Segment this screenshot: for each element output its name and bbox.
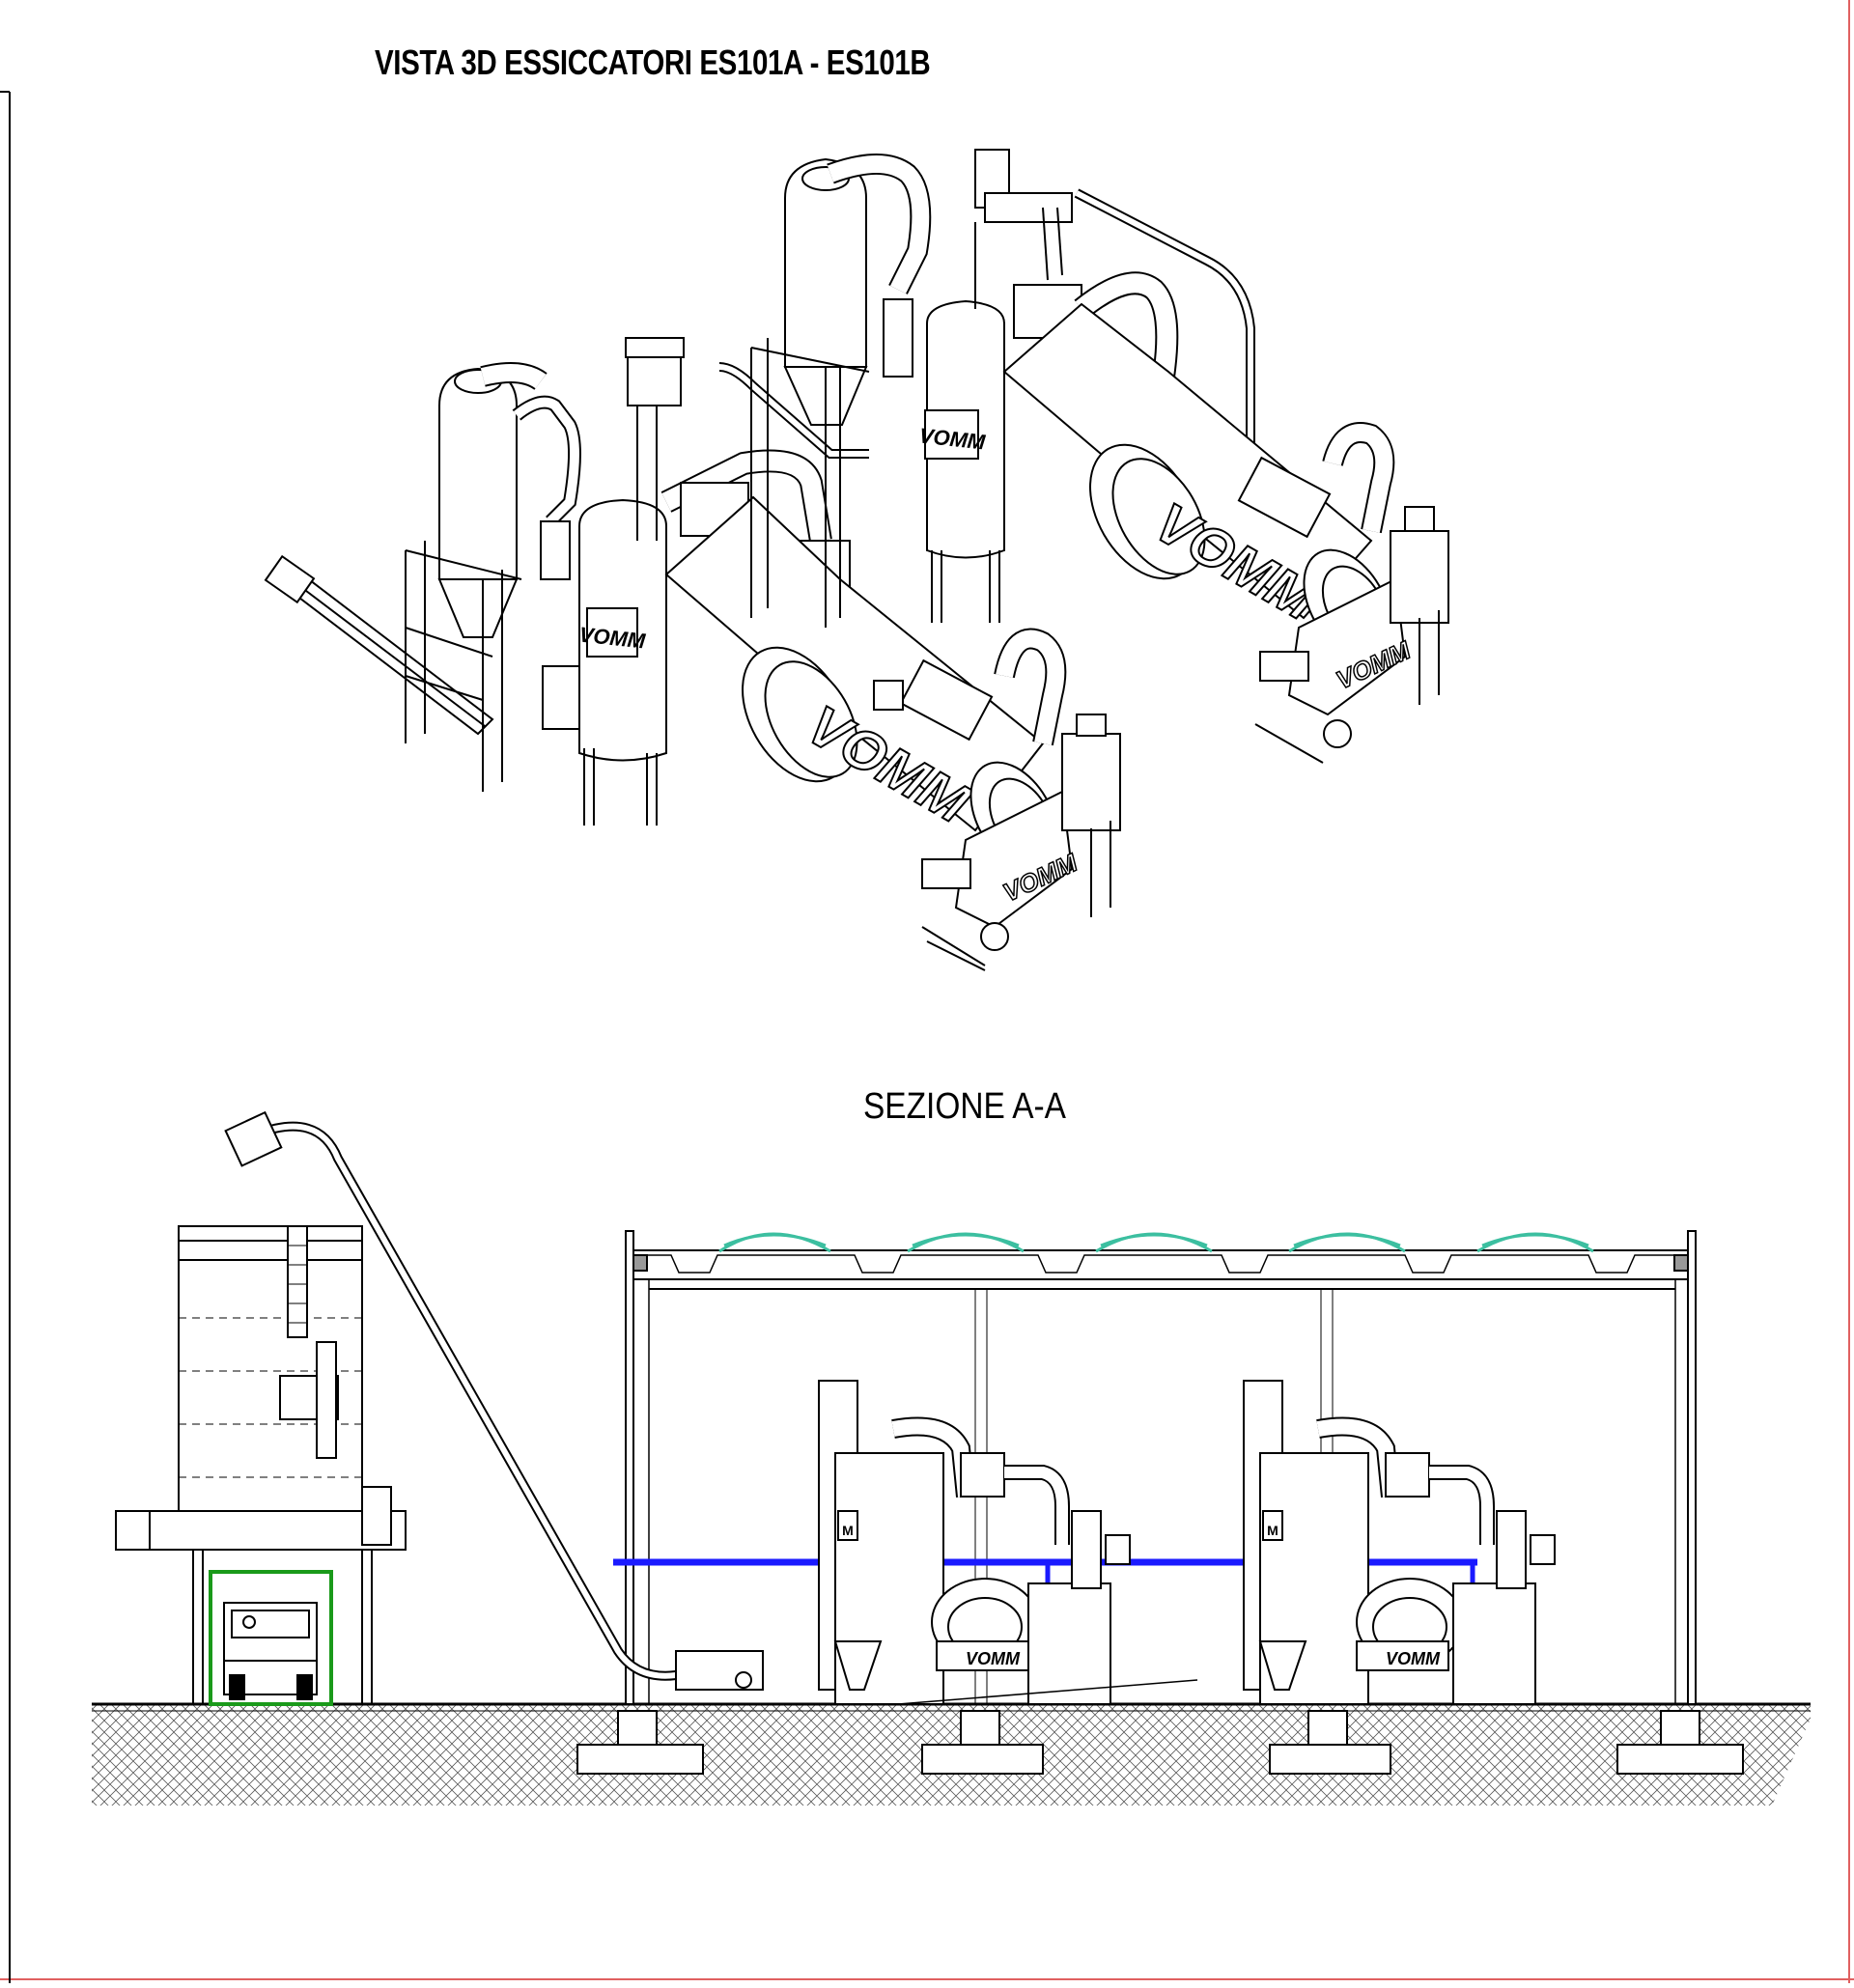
- cyclone-b: [750, 154, 932, 628]
- screw-conveyor-3d: [264, 554, 494, 736]
- cyclone-a: [405, 362, 581, 792]
- tower-a: VOMM: [542, 498, 667, 826]
- section-a-a: M VOMM M: [92, 1110, 1811, 1806]
- tower-b: VOMM: [918, 299, 1005, 623]
- inclined-conveyor: [224, 1110, 764, 1691]
- section-dryer-a: M VOMM: [818, 1380, 1198, 1705]
- svg-text:VOMM: VOMM: [1386, 1649, 1441, 1668]
- title-section-a-a: SEZIONE A-A: [863, 1086, 1066, 1127]
- dryer-unit-b-3d: VOMM: [750, 149, 1449, 764]
- roof-skylights: [718, 1232, 1594, 1253]
- svg-text:VOMM: VOMM: [966, 1649, 1021, 1668]
- storage-silo: [115, 1225, 407, 1706]
- drum-b: VOMM VOMM: [1002, 302, 1449, 764]
- ground: [92, 1702, 1811, 1806]
- building-shell: [625, 1230, 1697, 1705]
- section-dryer-b: M VOMM: [1243, 1380, 1556, 1705]
- svg-text:M: M: [1267, 1523, 1278, 1538]
- svg-text:M: M: [842, 1523, 854, 1538]
- title-3d-view: VISTA 3D ESSICCATORI ES101A - ES101B: [375, 42, 931, 82]
- dryer-unit-a-3d: VOMM: [405, 337, 1121, 971]
- dryer-3d-view: VOMM: [264, 149, 1449, 971]
- drum-a: VOMM VOMM: [664, 495, 1121, 971]
